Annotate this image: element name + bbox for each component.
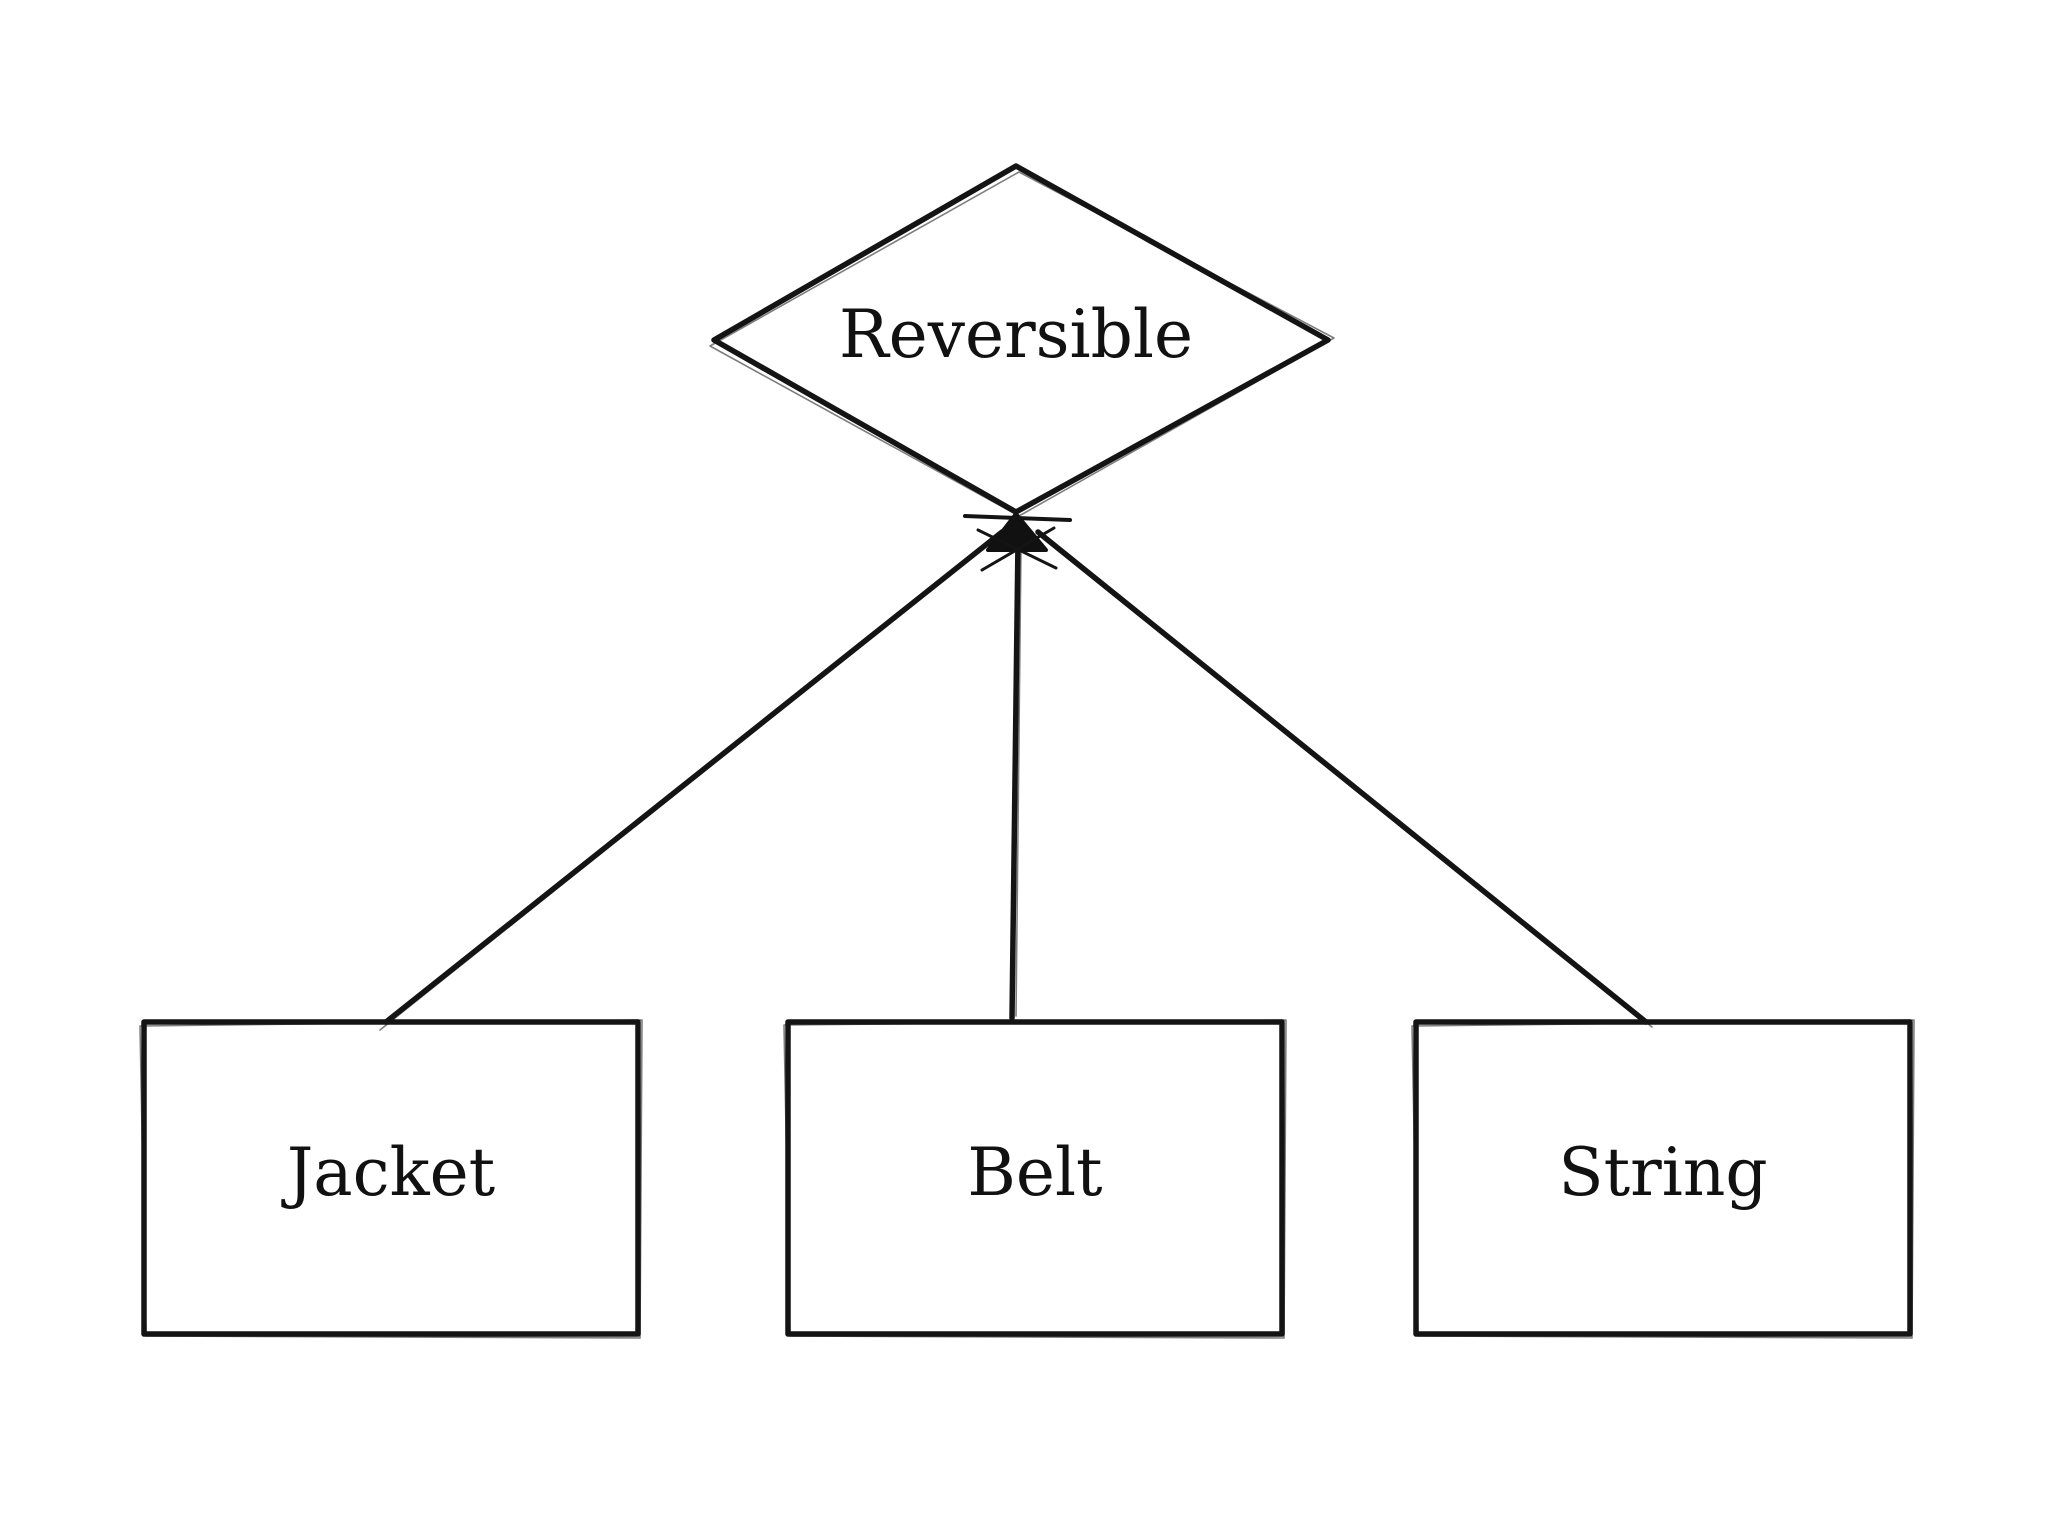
belt-node: Belt (783, 1019, 1287, 1339)
string-label: String (1558, 1134, 1767, 1211)
belt-label: Belt (967, 1134, 1102, 1211)
reversible-node: Reversible (709, 163, 1335, 517)
string-node: String (1411, 1019, 1915, 1339)
jacket-label: Jacket (281, 1134, 495, 1211)
arrowhead-marker (963, 512, 1072, 572)
connector-string-reversible (1035, 529, 1653, 1028)
connector-jacket-reversible (379, 529, 1005, 1031)
jacket-node: Jacket (139, 1019, 643, 1339)
connector-belt-reversible (1009, 537, 1022, 1021)
reversible-label: Reversible (839, 296, 1193, 373)
